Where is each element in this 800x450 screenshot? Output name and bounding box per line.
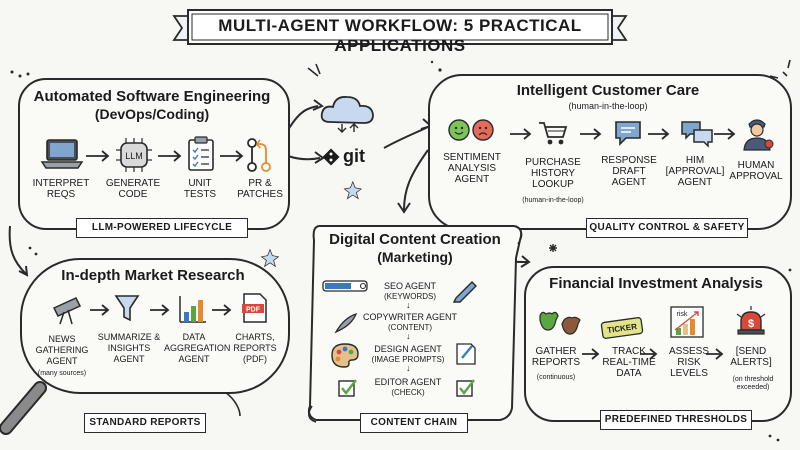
design-agent-detail: (IMAGE PROMPTS) (371, 355, 445, 364)
sparkle-icon (343, 180, 363, 200)
panel-title: Financial Investment Analysis (549, 275, 763, 292)
panel-subtitle: (human-in-the-loop) (568, 101, 648, 111)
panel-title: In-depth Market Research (61, 267, 245, 284)
step-track-data: TRACK REAL-TIME DATA (602, 346, 656, 379)
step-arrows (86, 150, 244, 162)
seo-agent-detail: (KEYWORDS) (384, 292, 436, 301)
step-response-draft: RESPONSE DRAFT AGENT (601, 155, 657, 188)
step-arrows (90, 304, 232, 316)
step-news-gathering: NEWS GATHERING AGENT (35, 334, 89, 366)
step-charts-reports: CHARTS, REPORTS (PDF) (233, 332, 277, 364)
search-bar-icon (322, 280, 368, 292)
seo-agent-name: SEO AGENT (383, 281, 436, 291)
panel-subtitle: (DevOps/Coding) (94, 106, 210, 122)
step-interpret-reqs: INTERPRET REQS (32, 178, 90, 200)
title-banner (172, 9, 628, 45)
panel-market-research (20, 258, 290, 394)
step-assess-risk: ASSESS RISK LEVELS (668, 346, 710, 379)
panel-subtitle: (Marketing) (377, 249, 453, 265)
shopping-cart-icon (539, 122, 568, 145)
gather-note: (continuous) (536, 374, 576, 381)
chat-bubble-icon (615, 121, 641, 146)
funnel-icon (114, 295, 140, 322)
checkbox-icon (456, 379, 475, 397)
pull-request-icon (247, 138, 271, 172)
footer-tag: CONTENT CHAIN (360, 413, 468, 433)
llm-label: LLM (125, 151, 143, 161)
step-him-approval: HIM [APPROVAL] AGENT (665, 155, 725, 188)
bar-chart-icon (179, 296, 206, 323)
design-agent-name: DESIGN AGENT (374, 344, 442, 354)
news-note: (many sources) (37, 370, 87, 377)
flow-arrow (8, 225, 27, 275)
chain-arrow: ↓ (406, 331, 411, 341)
step-data-aggregation: DATA AGGREGATION AGENT (164, 332, 231, 364)
editor-agent-name: EDITOR AGENT (374, 377, 442, 387)
ticker-tag-icon: TICKER (600, 317, 644, 339)
git-label: git (343, 146, 365, 166)
llm-chip-icon: LLM (116, 138, 152, 172)
human-agent-icon (743, 119, 774, 151)
panel-title: Automated Software Engineering (33, 88, 271, 105)
purchase-note: (human-in-the-loop) (522, 197, 584, 204)
palette-icon (331, 343, 359, 368)
ticker-label: TICKER (607, 322, 638, 335)
flow-arrow (403, 149, 429, 211)
step-sentiment-analysis: SENTIMENT ANALYSIS AGENT (443, 152, 501, 185)
copywriter-agent-name: COPYWRITER AGENT (362, 312, 457, 322)
telescope-icon (52, 297, 82, 325)
panel-customer-care (428, 74, 792, 230)
pdf-label: PDF (246, 307, 261, 314)
alarm-icon: $ (736, 306, 766, 335)
step-unit-tests: UNIT TESTS (183, 178, 217, 200)
flow-arrow (287, 155, 321, 161)
step-pr-patches: PR & PATCHES (237, 178, 283, 200)
bull-bear-icon (539, 311, 581, 335)
copywriter-agent-detail: (CONTENT) (388, 323, 432, 332)
sentiment-faces-icon (448, 119, 494, 141)
scroll-frame (307, 225, 523, 423)
alert-note: (on threshold exceeded) (732, 376, 774, 391)
risk-chart-icon: risk (670, 306, 704, 338)
brush-note-icon (456, 343, 476, 365)
chain-arrow: ↓ (406, 363, 411, 373)
git-icon (322, 148, 340, 166)
alarm-symbol: $ (748, 318, 754, 330)
pen-icon (452, 281, 477, 303)
flow-arrow (287, 105, 319, 131)
flow-arrow (224, 391, 241, 417)
checklist-icon (188, 136, 214, 171)
footer-tag: PREDEFINED THRESHOLDS (600, 410, 752, 430)
approval-chat-icon (681, 121, 713, 148)
sparkle-icon (549, 244, 557, 252)
step-purchase-history: PURCHASE HISTORY LOOKUP (525, 157, 581, 190)
step-human-approval: HUMAN APPROVAL (729, 160, 783, 182)
step-gather-reports: GATHER REPORTS (531, 346, 581, 368)
step-send-alerts: [SEND ALERTS] (730, 346, 772, 368)
step-arrows (510, 128, 736, 140)
risk-label: risk (677, 311, 688, 318)
cloud-icon (320, 96, 374, 133)
chain-arrow: ↓ (406, 300, 411, 310)
footer-tag: STANDARD REPORTS (84, 413, 206, 433)
pdf-file-icon: PDF (242, 293, 267, 323)
page-title: MULTI-AGENT WORKFLOW: 5 PRACTICAL APPLIC… (218, 16, 582, 55)
editor-agent-detail: (CHECK) (391, 388, 425, 397)
quill-icon (334, 312, 358, 334)
step-summarize-insights: SUMMARIZE & INSIGHTS AGENT (97, 332, 161, 364)
footer-tag: QUALITY CONTROL & SAFETY (586, 218, 748, 238)
panel-title: Intelligent Customer Care (516, 82, 700, 99)
laptop-icon (40, 139, 84, 169)
step-generate-code: GENERATE CODE (105, 178, 161, 200)
panel-title: Digital Content Creation (329, 231, 501, 248)
checkbox-icon (338, 379, 357, 397)
footer-tag: LLM-POWERED LIFECYCLE (76, 218, 248, 238)
sparkle-icon (260, 248, 280, 268)
step-arrows (582, 348, 724, 360)
